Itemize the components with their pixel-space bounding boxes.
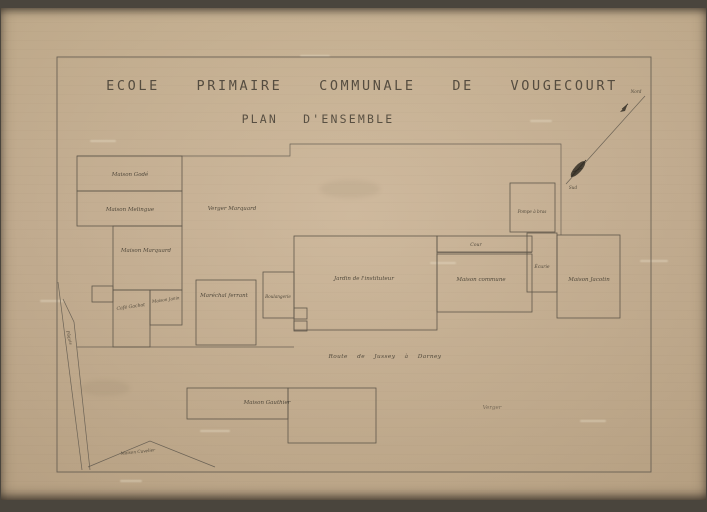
svg-text:Maison Marquard: Maison Marquard: [120, 248, 172, 254]
building-boulangerie: Boulangerie: [262, 271, 295, 319]
building-maison-marquard: Maison Marquard: [112, 225, 183, 291]
svg-text:Maison commune: Maison commune: [455, 277, 506, 283]
plan-title: ECOLE PRIMAIRE COMMUNALE DE VOUGECOURT: [106, 78, 618, 94]
compass: Nord Sud: [565, 89, 646, 190]
building-maison-gode: Maison Godé: [76, 155, 183, 192]
garden-annex-2: [293, 320, 308, 332]
building-cafe-gachot: Café Gachot: [91, 285, 151, 348]
plan-paper-sheet: [1, 8, 706, 500]
svg-text:Maison Cuvelier: Maison Cuvelier: [119, 447, 156, 456]
property-boundary: [77, 143, 562, 235]
building-maison-janin: Maison Janin: [149, 289, 183, 326]
area-jardin-instituteur: Jardin de l'instituteur: [293, 235, 438, 332]
svg-text:Cour: Cour: [470, 242, 482, 248]
svg-text:Maison Gauthier: Maison Gauthier: [243, 400, 291, 406]
svg-text:Pompe à bras: Pompe à bras: [517, 209, 547, 214]
svg-text:Boulangerie: Boulangerie: [264, 294, 291, 299]
building-marechal-ferrant: Maréchal ferrant: [195, 279, 257, 346]
north-label: Nord: [630, 89, 642, 94]
side-lane-label: Pâquis: [65, 329, 73, 345]
building-ecurie: Écurie: [526, 232, 558, 293]
side-lane: Pâquis: [57, 281, 91, 471]
svg-text:Maison Melingue: Maison Melingue: [105, 207, 155, 213]
area-verger-marquard: Verger Marquard: [208, 206, 257, 212]
svg-text:Écurie: Écurie: [533, 262, 550, 270]
compass-fletching: [570, 159, 587, 178]
building-maison-commune: Maison commune: [436, 253, 533, 313]
building-pompe-a-bras: Pompe à bras: [509, 182, 556, 233]
area-cour: Cour: [436, 235, 533, 253]
svg-text:Maison Janin: Maison Janin: [151, 295, 180, 304]
building-maison-gauthier: Maison Gauthier: [186, 387, 377, 444]
plan-border-frame: [56, 56, 652, 473]
garden-annex-1: [293, 307, 308, 320]
svg-text:Maison Jacotin: Maison Jacotin: [567, 277, 610, 283]
svg-text:Jardin de l'instituteur: Jardin de l'instituteur: [333, 276, 394, 282]
south-label: Sud: [569, 185, 578, 190]
svg-text:Maréchal ferrant: Maréchal ferrant: [199, 292, 249, 299]
annex-outbuilding: [91, 285, 114, 303]
compass-arrowhead: [620, 103, 629, 112]
svg-text:Maison Godé: Maison Godé: [111, 171, 149, 178]
plan-subtitle: PLAN D'ENSEMBLE: [242, 112, 395, 126]
building-maison-cuvelier: Maison Cuvelier: [87, 440, 216, 468]
area-verger: Verger: [483, 405, 502, 411]
svg-text:Café Gachot: Café Gachot: [116, 301, 146, 312]
building-maison-melingue: Maison Melingue: [76, 190, 183, 227]
road-label: Route de Jussey à Darney: [328, 353, 442, 360]
building-maison-jacotin: Maison Jacotin: [556, 234, 621, 319]
